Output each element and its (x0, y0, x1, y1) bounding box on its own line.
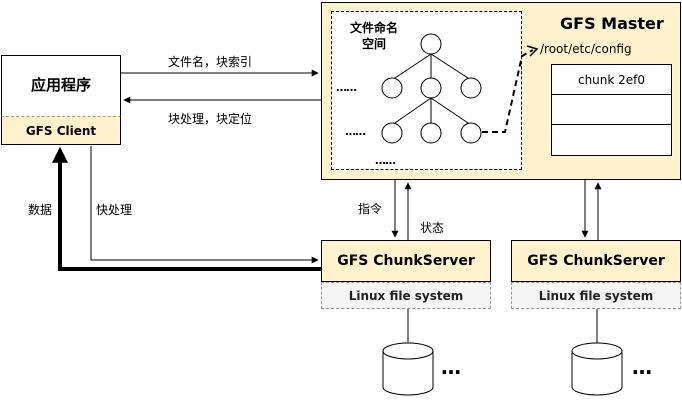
tree-nodes (381, 33, 482, 144)
path-label: /root/etc/config (540, 42, 632, 56)
chunk-row-empty (551, 124, 672, 156)
label-filename-chunkindex: 文件名，块索引 (168, 55, 253, 69)
label-chunk-handle: 快处理 (96, 203, 133, 217)
chunkserver-2-fs: Linux file system (511, 282, 681, 309)
tree-node (420, 77, 442, 99)
tree-node-target (460, 122, 482, 144)
tree-ellipsis-2: …… (345, 125, 366, 138)
chunk-row-empty (551, 94, 672, 125)
namespace-label: 文件命名 空间 (349, 21, 398, 51)
disk-icon (382, 342, 434, 396)
tree-node-root (420, 33, 442, 55)
chunk-row: chunk 2ef0 (551, 64, 672, 95)
tree-node (460, 77, 482, 99)
arrow-data (52, 146, 321, 271)
arrow-client-to-chunkserver (90, 146, 319, 264)
tree-node (381, 122, 403, 144)
gfs-master-title: GFS Master (560, 14, 664, 33)
more-disks-2: … (632, 355, 652, 379)
label-state: 状态 (420, 221, 445, 235)
label-data: 数据 (28, 203, 53, 217)
gfs-client-label: GFS Client (1, 116, 121, 145)
tree-node (381, 77, 403, 99)
tree-edges (391, 53, 472, 126)
label-chunkhandle-location: 块处理，块定位 (168, 112, 253, 126)
tree-node (420, 122, 442, 144)
tree-ellipsis-3: …… (375, 154, 396, 167)
label-instructions: 指令 (358, 202, 383, 216)
chunkserver-1-fs: Linux file system (321, 282, 491, 309)
arrow-path-pointer (482, 49, 534, 133)
more-disks-1: … (441, 355, 461, 379)
chunkserver-1-title: GFS ChunkServer (321, 240, 491, 282)
chunkserver-2-title: GFS ChunkServer (511, 240, 681, 282)
disk-icon (571, 342, 623, 396)
tree-ellipsis-1: …… (336, 81, 357, 94)
application-title: 应用程序 (30, 75, 91, 94)
